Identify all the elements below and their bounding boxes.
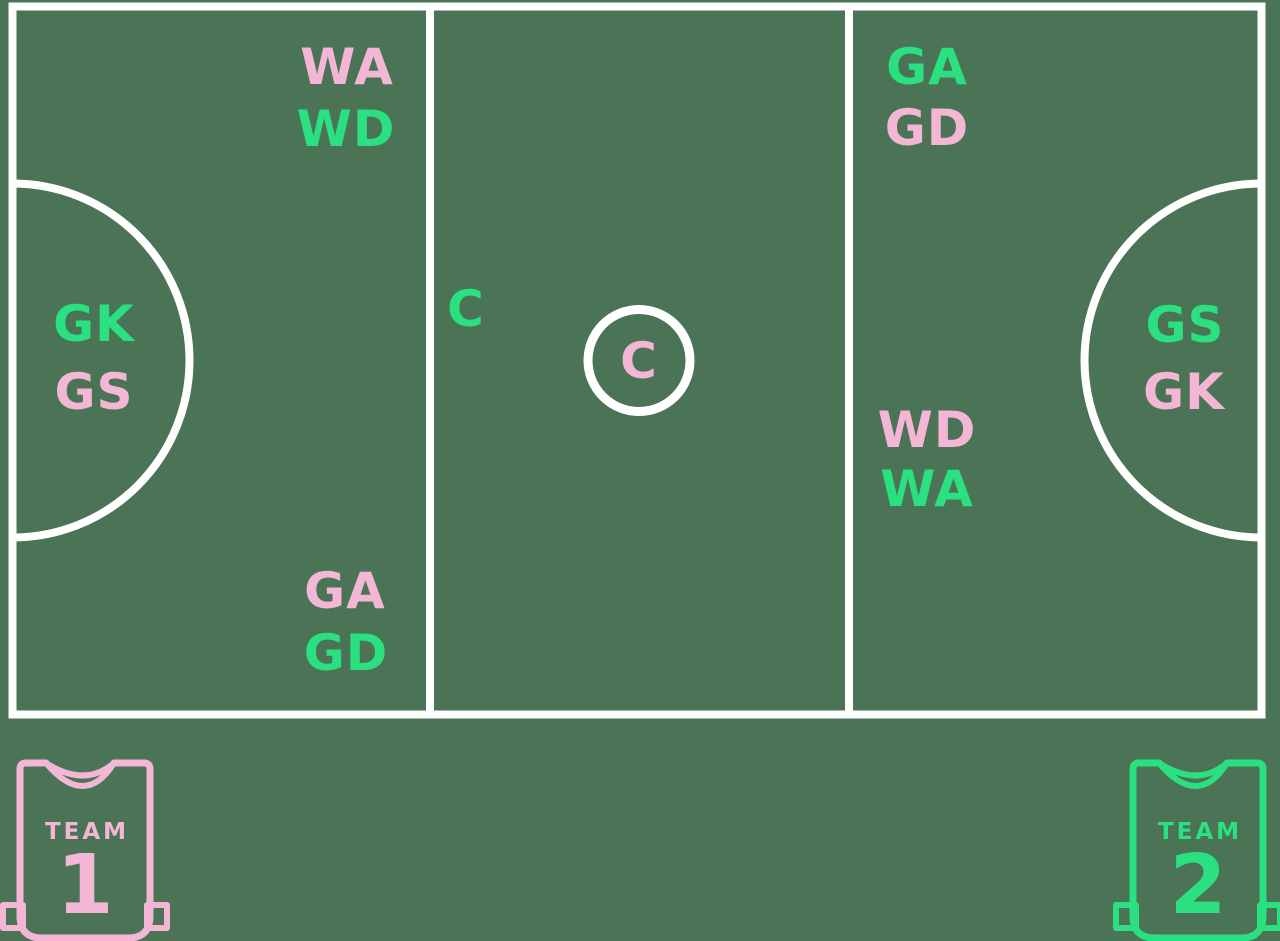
team2-name: TEAM — [1158, 819, 1242, 845]
team1-number: 1 — [56, 838, 113, 933]
bib-outline — [16, 759, 154, 941]
position-label-gd-team1: GD — [884, 99, 970, 157]
position-label-ga-team2: GA — [886, 38, 968, 96]
team2-number: 2 — [1169, 838, 1226, 933]
position-label-c-team1: C — [620, 332, 658, 390]
position-label-wa-team2: WA — [880, 460, 974, 518]
bib-neckline-front — [43, 760, 117, 789]
bib-tab-left — [0, 902, 26, 931]
bib-outline — [1129, 759, 1267, 941]
goal-circle-right — [1080, 179, 1262, 542]
bib-neckline-front — [1156, 760, 1230, 789]
team1-name: TEAM — [45, 819, 129, 845]
position-label-c-team2: C — [447, 280, 485, 338]
position-label-gk-team1: GK — [1143, 363, 1225, 421]
team1-bib-icon: TEAM 1 — [0, 759, 170, 941]
position-label-gd-team2: GD — [303, 624, 389, 682]
position-label-ga-team1: GA — [304, 562, 386, 620]
court-boundary — [8, 2, 1266, 719]
bib-neckline-back — [1156, 760, 1230, 779]
goal-circle-left — [12, 179, 194, 542]
position-label-wd-team1: WD — [877, 401, 977, 459]
position-label-gk-team2: GK — [53, 295, 135, 353]
bib-tab-left — [1113, 902, 1139, 931]
position-label-gs-team2: GS — [1145, 296, 1225, 354]
bib-tab-right — [144, 902, 170, 931]
position-label-wa-team1: WA — [300, 38, 394, 96]
bib-tab-right — [1257, 902, 1280, 931]
centre-circle — [583, 305, 695, 416]
position-label-wd-team2: WD — [296, 100, 396, 158]
position-label-gs-team1: GS — [54, 363, 134, 421]
bib-neckline-back — [43, 760, 117, 779]
team2-bib-icon: TEAM 2 — [1113, 759, 1280, 941]
